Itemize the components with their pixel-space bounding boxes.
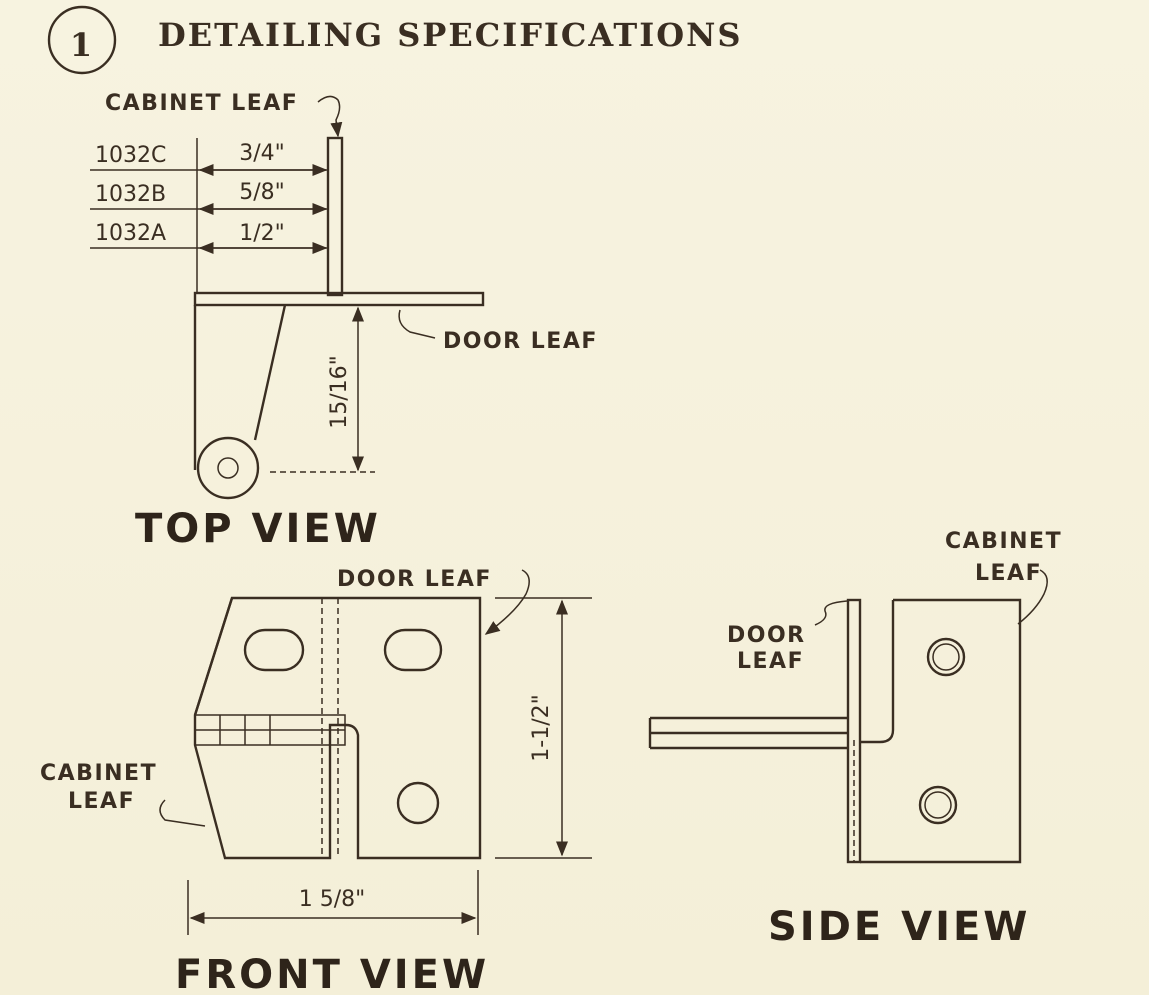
header: 1 DETAILING SPECIFICATIONS xyxy=(47,5,742,75)
knuckle xyxy=(196,436,260,500)
side-view-title: SIDE VIEW xyxy=(768,904,1030,950)
front-view: DOOR LEAF 1-1/2" CABINET LEAF 1 5/8" FRO… xyxy=(40,567,592,995)
cabinet-leaf-leader xyxy=(159,799,206,827)
depth-label: 15/16" xyxy=(327,355,352,429)
door-leaf-leader xyxy=(484,569,530,635)
cabinet-leaf-label: CABINET xyxy=(945,529,1062,554)
top-view-title: TOP VIEW xyxy=(135,506,381,552)
door-leaf-label: DOOR xyxy=(727,623,806,648)
cabinet-leaf-label: CABINET LEAF xyxy=(105,91,298,116)
step-number: 1 xyxy=(70,26,94,64)
cabinet-leaf-leader xyxy=(1017,569,1048,625)
pin-hole xyxy=(217,457,239,479)
door-leaf-arm xyxy=(648,716,848,750)
cabinet-leaf-plate xyxy=(860,598,1022,864)
model-size: 3/4" xyxy=(239,141,285,166)
cabinet-leaf-label: CABINET xyxy=(40,761,157,786)
knuckle-body xyxy=(193,304,287,470)
step-circle xyxy=(47,5,117,75)
cabinet-leaf-label: LEAF xyxy=(975,561,1042,586)
model-code: 1032C xyxy=(95,143,166,168)
height-label: 1-1/2" xyxy=(529,694,554,761)
door-leaf-label: DOOR LEAF xyxy=(337,567,492,592)
door-leaf-label: DOOR LEAF xyxy=(443,329,598,354)
model-code: 1032B xyxy=(95,182,166,207)
top-view: CABINET LEAF 1032C 3/4" 1032B 5/8" 1032A… xyxy=(90,91,598,552)
side-view: CABINET LEAF DOOR LEAF SIDE VIEW xyxy=(648,529,1062,950)
cabinet-leaf-edge xyxy=(193,597,234,716)
cabinet-leaf-label: LEAF xyxy=(68,789,135,814)
model-size: 1/2" xyxy=(239,221,285,246)
mounting-hole xyxy=(918,785,958,825)
front-view-title: FRONT VIEW xyxy=(175,952,489,995)
door-leaf-plate xyxy=(193,291,485,307)
mounting-slot xyxy=(383,628,443,672)
cabinet-leaf-plate xyxy=(326,136,344,297)
width-label: 1 5/8" xyxy=(299,887,366,912)
model-size: 5/8" xyxy=(239,180,285,205)
door-leaf-leader xyxy=(398,309,436,339)
page-title: DETAILING SPECIFICATIONS xyxy=(158,16,742,54)
hinge-outline xyxy=(193,596,482,860)
mounting-hole xyxy=(926,637,966,677)
mounting-hole-inner xyxy=(924,791,952,819)
mounting-hole-inner xyxy=(932,643,960,671)
model-code: 1032A xyxy=(95,221,166,246)
mounting-slot xyxy=(243,628,305,672)
door-leaf-label: LEAF xyxy=(737,649,804,674)
cabinet-leaf-leader xyxy=(317,95,343,138)
door-leaf-leader xyxy=(814,600,848,626)
mounting-hole xyxy=(396,781,440,825)
